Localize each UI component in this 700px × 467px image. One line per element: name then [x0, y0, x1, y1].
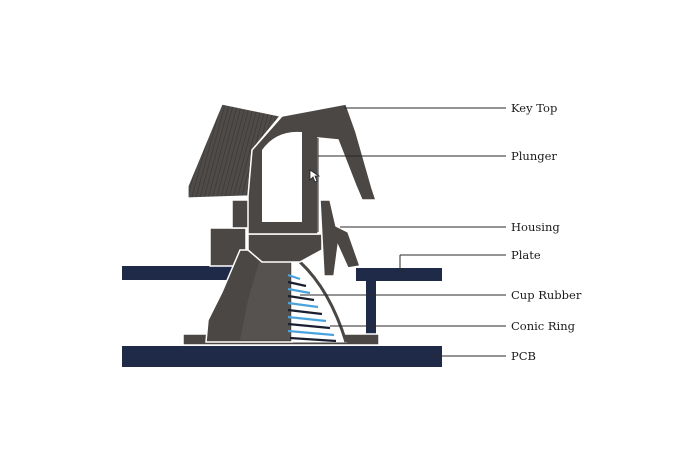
plate-left: [122, 266, 237, 280]
plunger-base: [247, 233, 323, 263]
plunger-hollow: [262, 131, 302, 222]
label-housing: Housing: [511, 220, 560, 234]
label-plunger: Plunger: [511, 149, 557, 163]
housing-block-lower: [209, 227, 247, 267]
pcb-board: [122, 346, 442, 367]
conic-ring-coils: [287, 273, 337, 343]
label-conic-ring: Conic Ring: [511, 319, 576, 333]
cup-rubber-dome-edge: [298, 260, 348, 343]
mouse-cursor-icon: [309, 169, 321, 183]
plate-support-post: [366, 281, 376, 334]
label-plate: Plate: [511, 248, 541, 262]
plunger-stem: [303, 138, 315, 222]
housing-right-latch: [319, 199, 362, 277]
cup-rubber-dome-inner: [240, 252, 290, 340]
label-key-top: Key Top: [511, 101, 557, 115]
label-cup-rubber: Cup Rubber: [511, 288, 582, 302]
plate-right: [356, 268, 442, 281]
label-pcb: PCB: [511, 349, 536, 363]
